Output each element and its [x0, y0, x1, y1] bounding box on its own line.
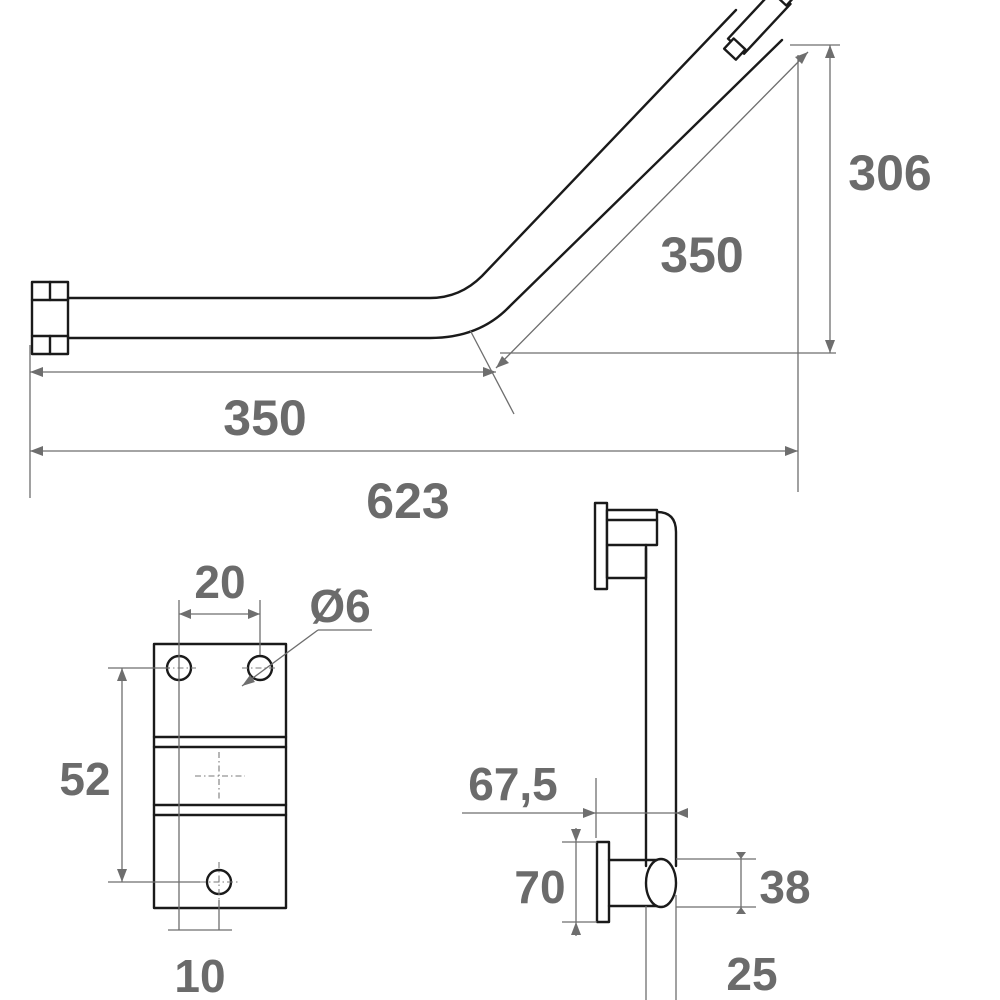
bar-tube-outline	[66, 8, 784, 340]
dim-hole-spacing-52: 52	[59, 753, 110, 805]
dim-tube-height-38: 38	[759, 861, 810, 913]
dim-overall-length-623: 623	[366, 473, 449, 529]
side-view-grab-bar	[593, 501, 678, 924]
bottom-flange-plate	[595, 840, 611, 924]
dim-projection-67-5: 67,5	[468, 758, 558, 810]
side-view-dimensions	[462, 778, 756, 1000]
mounting-plate-view	[152, 642, 288, 910]
dim-hole-spacing-20: 20	[194, 556, 245, 608]
top-view-grab-bar	[30, 0, 798, 356]
dim-straight-length-350: 350	[223, 390, 306, 446]
right-flange	[722, 0, 798, 61]
dim-hole-diameter: Ø6	[309, 580, 370, 632]
tube-end	[644, 857, 678, 909]
dim-height-306: 306	[848, 145, 931, 201]
dim-line-350-angled	[495, 51, 809, 369]
dim-angled-length-350: 350	[660, 227, 743, 283]
dim-tube-diameter-25: 25	[726, 948, 777, 1000]
plate-dimensions	[108, 600, 372, 931]
dim-leader-6	[241, 629, 319, 687]
dim-offset-10: 10	[174, 950, 225, 1000]
mounting-plate	[152, 642, 288, 910]
top-view-dimensions	[29, 44, 840, 498]
dim-plate-height-70: 70	[514, 861, 565, 913]
top-flange-plate	[593, 501, 609, 591]
